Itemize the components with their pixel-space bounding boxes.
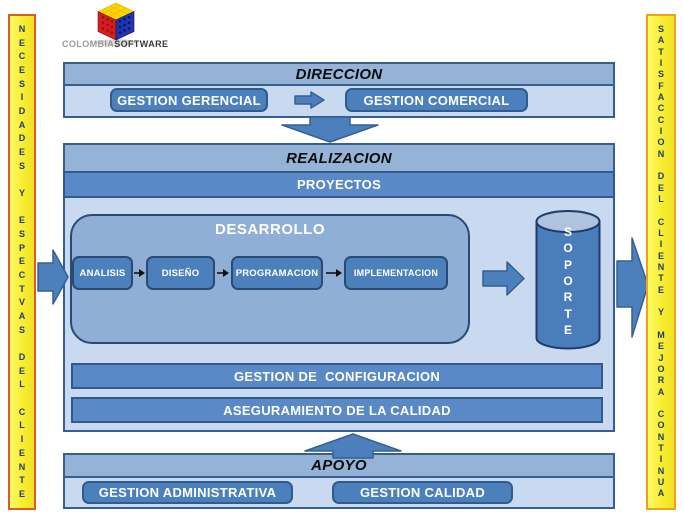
gestion-administrativa-box: GESTION ADMINISTRATIVA — [82, 481, 293, 504]
gestion-calidad-box: GESTION CALIDAD — [332, 481, 513, 504]
step-diseno: DISEÑO — [146, 256, 215, 290]
step-connector-arrow-icon — [326, 267, 343, 279]
direccion-header: DIRECCION — [63, 62, 615, 86]
right-arrow-icon — [294, 91, 326, 109]
realizacion-header: REALIZACION — [63, 143, 615, 173]
soporte-cylinder — [535, 209, 601, 350]
logo-wordmark: COLOMBIASOFTWARE — [62, 39, 182, 49]
logo-text-software: SOFTWARE — [114, 39, 169, 49]
step-connector-arrow-icon — [134, 267, 146, 279]
left-inflow-arrow-icon — [37, 248, 70, 306]
aseguramiento-calidad-bar: ASEGURAMIENTO DE LA CALIDAD — [71, 397, 603, 423]
down-arrow-icon — [280, 116, 380, 143]
rubik-cube-logo-icon — [93, 2, 139, 46]
step-implementacion: IMPLEMENTACION — [344, 256, 448, 290]
step-programacion: PROGRAMACION — [231, 256, 323, 290]
up-arrow-icon — [303, 433, 403, 459]
gestion-gerencial-box: GESTION GERENCIAL — [110, 88, 268, 112]
step-connector-arrow-icon — [217, 267, 230, 279]
step-analisis: ANALISIS — [72, 256, 133, 290]
desarrollo-title: DESARROLLO — [215, 221, 325, 238]
right-arrow-icon — [482, 261, 526, 296]
logo-text-colombia: COLOMBIA — [62, 39, 115, 49]
gestion-comercial-box: GESTION COMERCIAL — [345, 88, 528, 112]
right-outflow-arrow-icon — [616, 237, 650, 338]
gestion-configuracion-bar: GESTION DE CONFIGURACION — [71, 363, 603, 389]
proyectos-band: PROYECTOS — [63, 171, 615, 198]
